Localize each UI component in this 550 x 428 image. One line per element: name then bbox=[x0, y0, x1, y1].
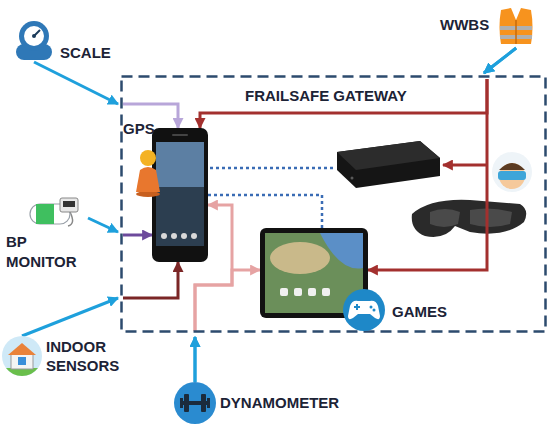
set-top-box-top bbox=[337, 141, 440, 170]
tablet-icon bbox=[260, 228, 368, 318]
gateway-link bbox=[368, 79, 487, 270]
scale-body bbox=[19, 21, 49, 51]
gateway-link bbox=[195, 270, 260, 331]
sensor-link bbox=[194, 337, 197, 382]
tablet-app bbox=[322, 288, 330, 296]
phone-app bbox=[161, 233, 167, 239]
tablet-app bbox=[294, 288, 302, 296]
vr-user-visor bbox=[498, 171, 526, 180]
cuff-screen bbox=[63, 201, 75, 207]
sensor-link bbox=[484, 48, 516, 73]
phone-icon bbox=[152, 128, 208, 262]
house-roof bbox=[8, 343, 36, 355]
sensor-device: SCALE bbox=[12, 18, 111, 62]
vr-user-head bbox=[499, 163, 525, 189]
dumbbell-badge bbox=[174, 382, 216, 424]
sensor-link bbox=[194, 337, 197, 382]
connector bbox=[22, 262, 178, 336]
scale-icon bbox=[12, 18, 56, 62]
device-label: WWBS bbox=[440, 15, 489, 35]
connector bbox=[195, 270, 260, 382]
dumbbell-plate bbox=[180, 398, 183, 408]
gateway-group: FRAILSAFE GATEWAY GPS GAMES bbox=[120, 75, 547, 333]
device-label: DYNAMOMETER bbox=[220, 393, 339, 413]
set-top-box bbox=[337, 141, 440, 188]
branch-arrow bbox=[443, 164, 487, 167]
phone-screen bbox=[156, 142, 204, 246]
scale-dial bbox=[24, 26, 44, 46]
gamepad-button bbox=[373, 309, 376, 312]
tablet-app bbox=[308, 288, 316, 296]
phone-app bbox=[191, 233, 197, 239]
vr-user-icon bbox=[492, 152, 532, 192]
group-title: FRAILSAFE GATEWAY bbox=[245, 86, 407, 106]
device-label: BP MONITOR bbox=[6, 232, 88, 271]
sensor-device: WWBS bbox=[440, 2, 539, 48]
scale-pivot bbox=[32, 34, 36, 38]
tablet-device: GAMES bbox=[260, 228, 368, 318]
house-wall bbox=[11, 354, 33, 369]
sensor-device: BP MONITOR bbox=[6, 196, 88, 271]
gamepad-symbol bbox=[348, 301, 380, 319]
set-top-box-led bbox=[351, 177, 354, 180]
dotted-link bbox=[208, 195, 322, 228]
cuff-monitor bbox=[60, 198, 78, 212]
gamepad-button bbox=[370, 306, 373, 309]
connector bbox=[208, 195, 322, 228]
dumbbell-plate bbox=[207, 398, 210, 408]
dotted-link bbox=[210, 167, 335, 170]
sensor-link bbox=[88, 218, 118, 232]
connector bbox=[88, 218, 152, 235]
vr-lens bbox=[430, 209, 460, 227]
phone-speaker bbox=[172, 134, 188, 136]
device-label: GAMES bbox=[392, 302, 447, 322]
tablet-app bbox=[280, 288, 288, 296]
connector bbox=[200, 48, 516, 128]
gateway-link bbox=[123, 262, 178, 298]
gamepad-dpad bbox=[356, 304, 358, 310]
phone-wallpaper bbox=[156, 142, 204, 187]
phone-app bbox=[181, 233, 187, 239]
vest-seam bbox=[515, 20, 517, 44]
dumbbell-icon bbox=[174, 382, 216, 424]
tablet-map bbox=[270, 242, 330, 274]
dumbbell-plate bbox=[201, 394, 206, 412]
sensor-device: INDOOR SENSORS bbox=[2, 336, 130, 376]
cuff-green bbox=[36, 204, 54, 224]
house-ground bbox=[2, 336, 42, 376]
device-label: SCALE bbox=[60, 43, 111, 63]
gps-person-head bbox=[140, 150, 156, 166]
sensor-link bbox=[34, 62, 118, 104]
device-label: INDOOR SENSORS bbox=[46, 337, 130, 376]
gateway-outline bbox=[122, 77, 546, 332]
phone-device: GPS bbox=[152, 128, 208, 262]
gps-person-body bbox=[136, 167, 160, 192]
connector bbox=[34, 62, 178, 128]
tablet-map-water bbox=[320, 233, 363, 269]
dumbbell-plate bbox=[184, 394, 189, 412]
phone-body bbox=[152, 128, 208, 262]
gateway-link bbox=[200, 79, 487, 128]
vr-lens bbox=[470, 208, 512, 227]
vr-user-hair bbox=[499, 163, 525, 170]
gateway-link bbox=[123, 234, 152, 237]
gamepad-badge bbox=[343, 289, 385, 331]
sensor-link bbox=[484, 48, 516, 73]
vr-glasses bbox=[412, 200, 526, 237]
sensor-device: DYNAMOMETER bbox=[174, 382, 339, 424]
cuff-icon bbox=[28, 196, 80, 228]
house-icon bbox=[2, 336, 42, 376]
phone-app bbox=[171, 233, 177, 239]
sensor-link bbox=[22, 298, 118, 336]
device-label: GPS bbox=[123, 119, 155, 139]
house-window bbox=[18, 357, 26, 365]
vest-icon bbox=[493, 2, 539, 48]
connector bbox=[368, 48, 516, 270]
